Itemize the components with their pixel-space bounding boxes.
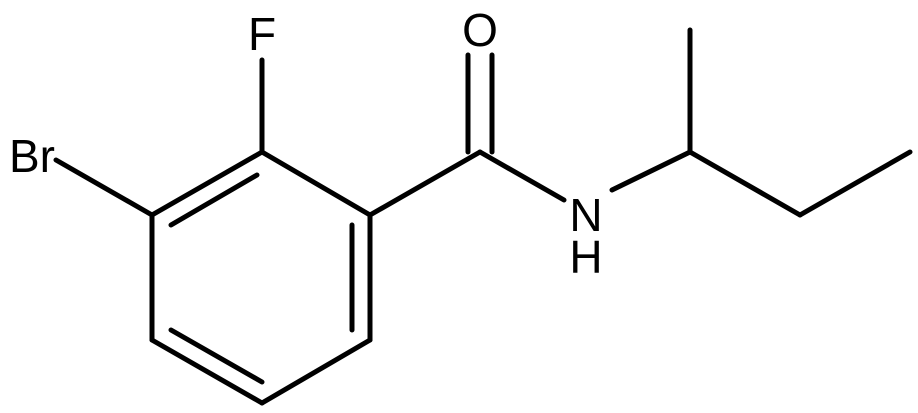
atom-label-nitrogen: N — [569, 189, 602, 241]
atom-label-oxygen: O — [462, 4, 498, 56]
ring-bond-c1-c2-inner — [168, 172, 260, 228]
bond-ring-carbonyl — [367, 149, 483, 218]
bond-n-ch — [609, 149, 693, 193]
bond-ch-ch2 — [687, 149, 803, 218]
ring-bond-c3-c4-inner — [168, 327, 265, 385]
bond-carbonyl-n — [477, 149, 567, 203]
benzene-ring — [149, 149, 373, 406]
atom-label-bromine: Br — [9, 130, 55, 182]
bond-ch2-ch3 — [797, 149, 913, 218]
ring-bond-c1-c2 — [149, 149, 265, 218]
ring-bond-c3-c4 — [149, 337, 265, 406]
bond-c-br — [53, 157, 155, 218]
ring-bond-c6-c1 — [259, 149, 373, 218]
atom-label-fluorine: F — [248, 8, 276, 60]
ring-bond-c4-c5 — [259, 337, 373, 406]
atom-label-hydrogen: H — [569, 231, 602, 283]
